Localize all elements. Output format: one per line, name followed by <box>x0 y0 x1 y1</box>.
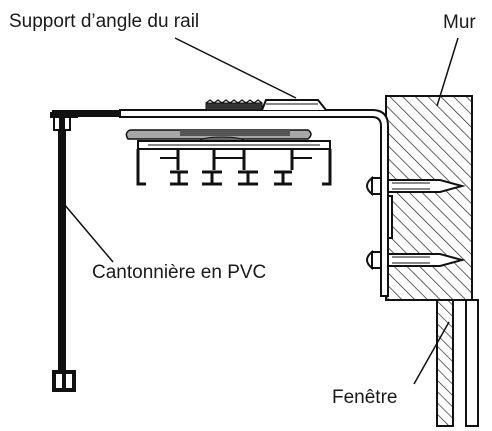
rail <box>125 129 332 186</box>
valance <box>50 110 120 392</box>
label-mur: Mur <box>443 12 476 33</box>
label-support-angle-rail: Support d’angle du rail <box>9 11 200 32</box>
label-fenetre: Fenêtre <box>332 387 398 408</box>
leader-mur <box>436 37 459 107</box>
label-cantonniere: Cantonnière en PVC <box>92 262 267 283</box>
angle-bracket <box>119 99 389 297</box>
leader-cantonniere <box>63 203 114 263</box>
leader-support <box>174 37 297 99</box>
wall <box>385 95 473 301</box>
leader-fenetre <box>413 321 450 385</box>
window-frame <box>436 299 479 427</box>
leader-lines <box>63 37 459 385</box>
screw-top <box>366 175 466 197</box>
